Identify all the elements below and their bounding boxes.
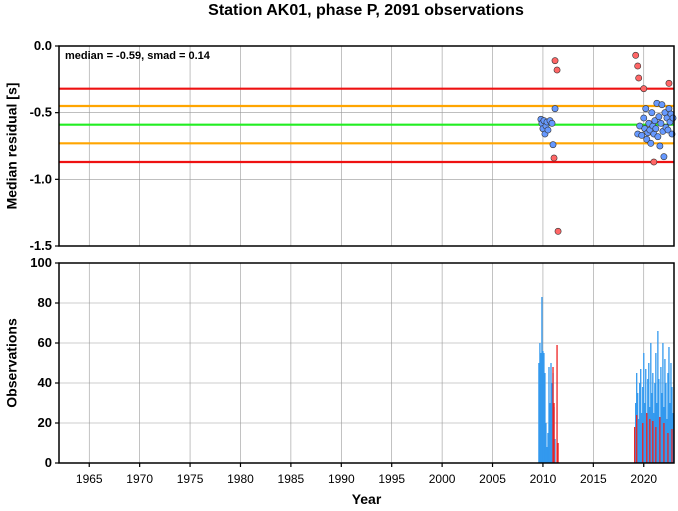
x-tick-label: 2010 [530, 472, 557, 486]
figure-title: Station AK01, phase P, 2091 observations [208, 2, 524, 19]
inlier-point [652, 125, 660, 133]
inlier-point [647, 139, 655, 147]
inlier-point [664, 126, 672, 134]
inlier-point [551, 105, 559, 113]
y-tick-label: 0 [45, 455, 52, 470]
x-tick-label: 1985 [278, 472, 305, 486]
outlier-point [640, 85, 648, 93]
observations-y-ticks: 0 20 40 60 80 100 [30, 255, 59, 470]
residual-panel: 0.0 -0.5 -1.0 -1.5 median = -0.59, smad = 0… [4, 38, 677, 253]
inlier-point [669, 114, 677, 122]
inlier-point [660, 153, 668, 161]
outlier-point [634, 62, 642, 70]
outlier-point [650, 158, 658, 166]
y-tick-label: 100 [30, 255, 52, 270]
x-tick-label: 2020 [630, 472, 657, 486]
inlier-point [640, 114, 648, 122]
y-tick-label: 80 [38, 295, 52, 310]
inlier-point [648, 109, 656, 117]
inlier-point [656, 142, 664, 150]
outlier-point [632, 51, 640, 59]
y-tick-label: -1.0 [30, 171, 52, 186]
x-tick-label: 1995 [378, 472, 405, 486]
inlier-point [544, 126, 552, 134]
y-tick-label: -1.5 [30, 238, 52, 253]
observations-y-axis-label: Observations [4, 318, 20, 408]
x-tick-label: 2005 [479, 472, 506, 486]
y-tick-label: 20 [38, 415, 52, 430]
x-tick-label: 1970 [126, 472, 153, 486]
inlier-point [642, 105, 650, 113]
year-x-axis-label: Year [352, 491, 382, 507]
x-tick-label: 1980 [227, 472, 254, 486]
observations-panel: 0 20 40 60 80 100 1965 1970 1975 1980 1985 1990 199… [4, 255, 675, 507]
outlier-point [554, 227, 562, 235]
y-tick-label: -0.5 [30, 105, 52, 120]
inlier-point [548, 119, 556, 127]
outlier-point [635, 74, 643, 82]
year-x-ticks: 1965 1970 1975 1980 1985 1990 1995 2000 2005 2010… [76, 463, 657, 486]
x-tick-label: 1965 [76, 472, 103, 486]
outlier-point [551, 57, 559, 65]
residual-y-axis-label: Median residual [s] [4, 83, 20, 210]
y-tick-label: 40 [38, 375, 52, 390]
x-tick-label: 1990 [328, 472, 355, 486]
inlier-point [654, 133, 662, 141]
y-tick-label: 60 [38, 335, 52, 350]
outlier-point [550, 154, 558, 162]
inlier-point [655, 113, 663, 121]
observation-bars [538, 297, 674, 463]
inlier-point [657, 119, 665, 127]
x-tick-label: 2015 [580, 472, 607, 486]
residual-y-ticks: 0.0 -0.5 -1.0 -1.5 [30, 38, 59, 253]
outlier-point [553, 66, 561, 74]
inlier-point [658, 101, 666, 109]
inlier-point [643, 135, 651, 143]
observations-grid [59, 262, 674, 464]
residual-grid [59, 45, 674, 247]
inlier-point [549, 141, 557, 149]
inlier-point [651, 117, 659, 125]
residual-points [537, 51, 677, 235]
stats-annotation: median = -0.59, smad = 0.14 [65, 50, 211, 62]
outlier-point [665, 79, 673, 87]
inlier-point [638, 131, 646, 139]
x-tick-label: 2000 [429, 472, 456, 486]
residual-plot-frame [58, 45, 675, 247]
x-tick-label: 1975 [177, 472, 204, 486]
y-tick-label: 0.0 [34, 38, 52, 53]
reference-lines [59, 87, 674, 164]
observations-plot-frame [58, 262, 675, 464]
